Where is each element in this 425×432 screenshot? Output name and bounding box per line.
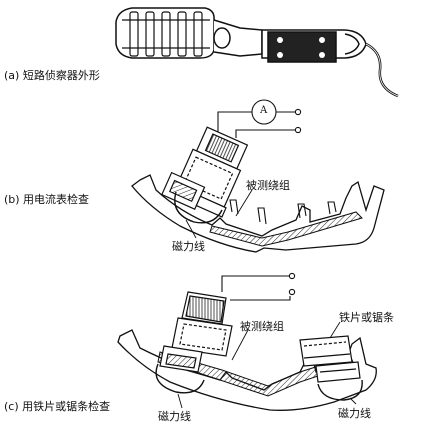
detector-probe-c — [159, 291, 233, 373]
iron-strip-c — [299, 335, 361, 383]
leader-lines-b — [185, 189, 253, 239]
caption-b: (b) 用电流表检查 — [4, 193, 90, 206]
detector-cable — [365, 42, 399, 98]
detector-probe-b — [161, 126, 249, 218]
ammeter-symbol — [251, 99, 277, 125]
terminal-leads-c — [221, 272, 296, 301]
stator-slots-b — [229, 199, 337, 225]
flux-loop-b — [174, 191, 223, 224]
ammeter-label: A — [260, 105, 268, 116]
flux-loop-c-left — [155, 363, 205, 394]
stator-core-b — [131, 174, 385, 253]
leader-lines-c — [177, 321, 357, 409]
detector-terminal-plate — [267, 31, 337, 63]
winding-label-b: 被测绕组 — [246, 179, 290, 192]
flux-label-c-left: 磁力线 — [158, 410, 191, 423]
strip-label-c: 铁片或锯条 — [339, 311, 394, 324]
tested-winding-b — [209, 211, 363, 247]
detector-device — [115, 7, 399, 98]
ammeter-circuit — [217, 99, 302, 138]
caption-a: (a) 短路侦察器外形 — [4, 69, 100, 82]
flux-loop-c-right — [317, 379, 363, 401]
detector-winding-straps — [122, 11, 210, 57]
detector-neck — [213, 19, 263, 57]
caption-c: (c) 用铁片或锯条检查 — [4, 400, 111, 413]
flux-label-c-right: 磁力线 — [338, 407, 371, 420]
flux-label-b: 磁力线 — [172, 240, 205, 253]
winding-label-c: 被测绕组 — [240, 320, 284, 333]
detector-coil-body — [115, 7, 215, 59]
